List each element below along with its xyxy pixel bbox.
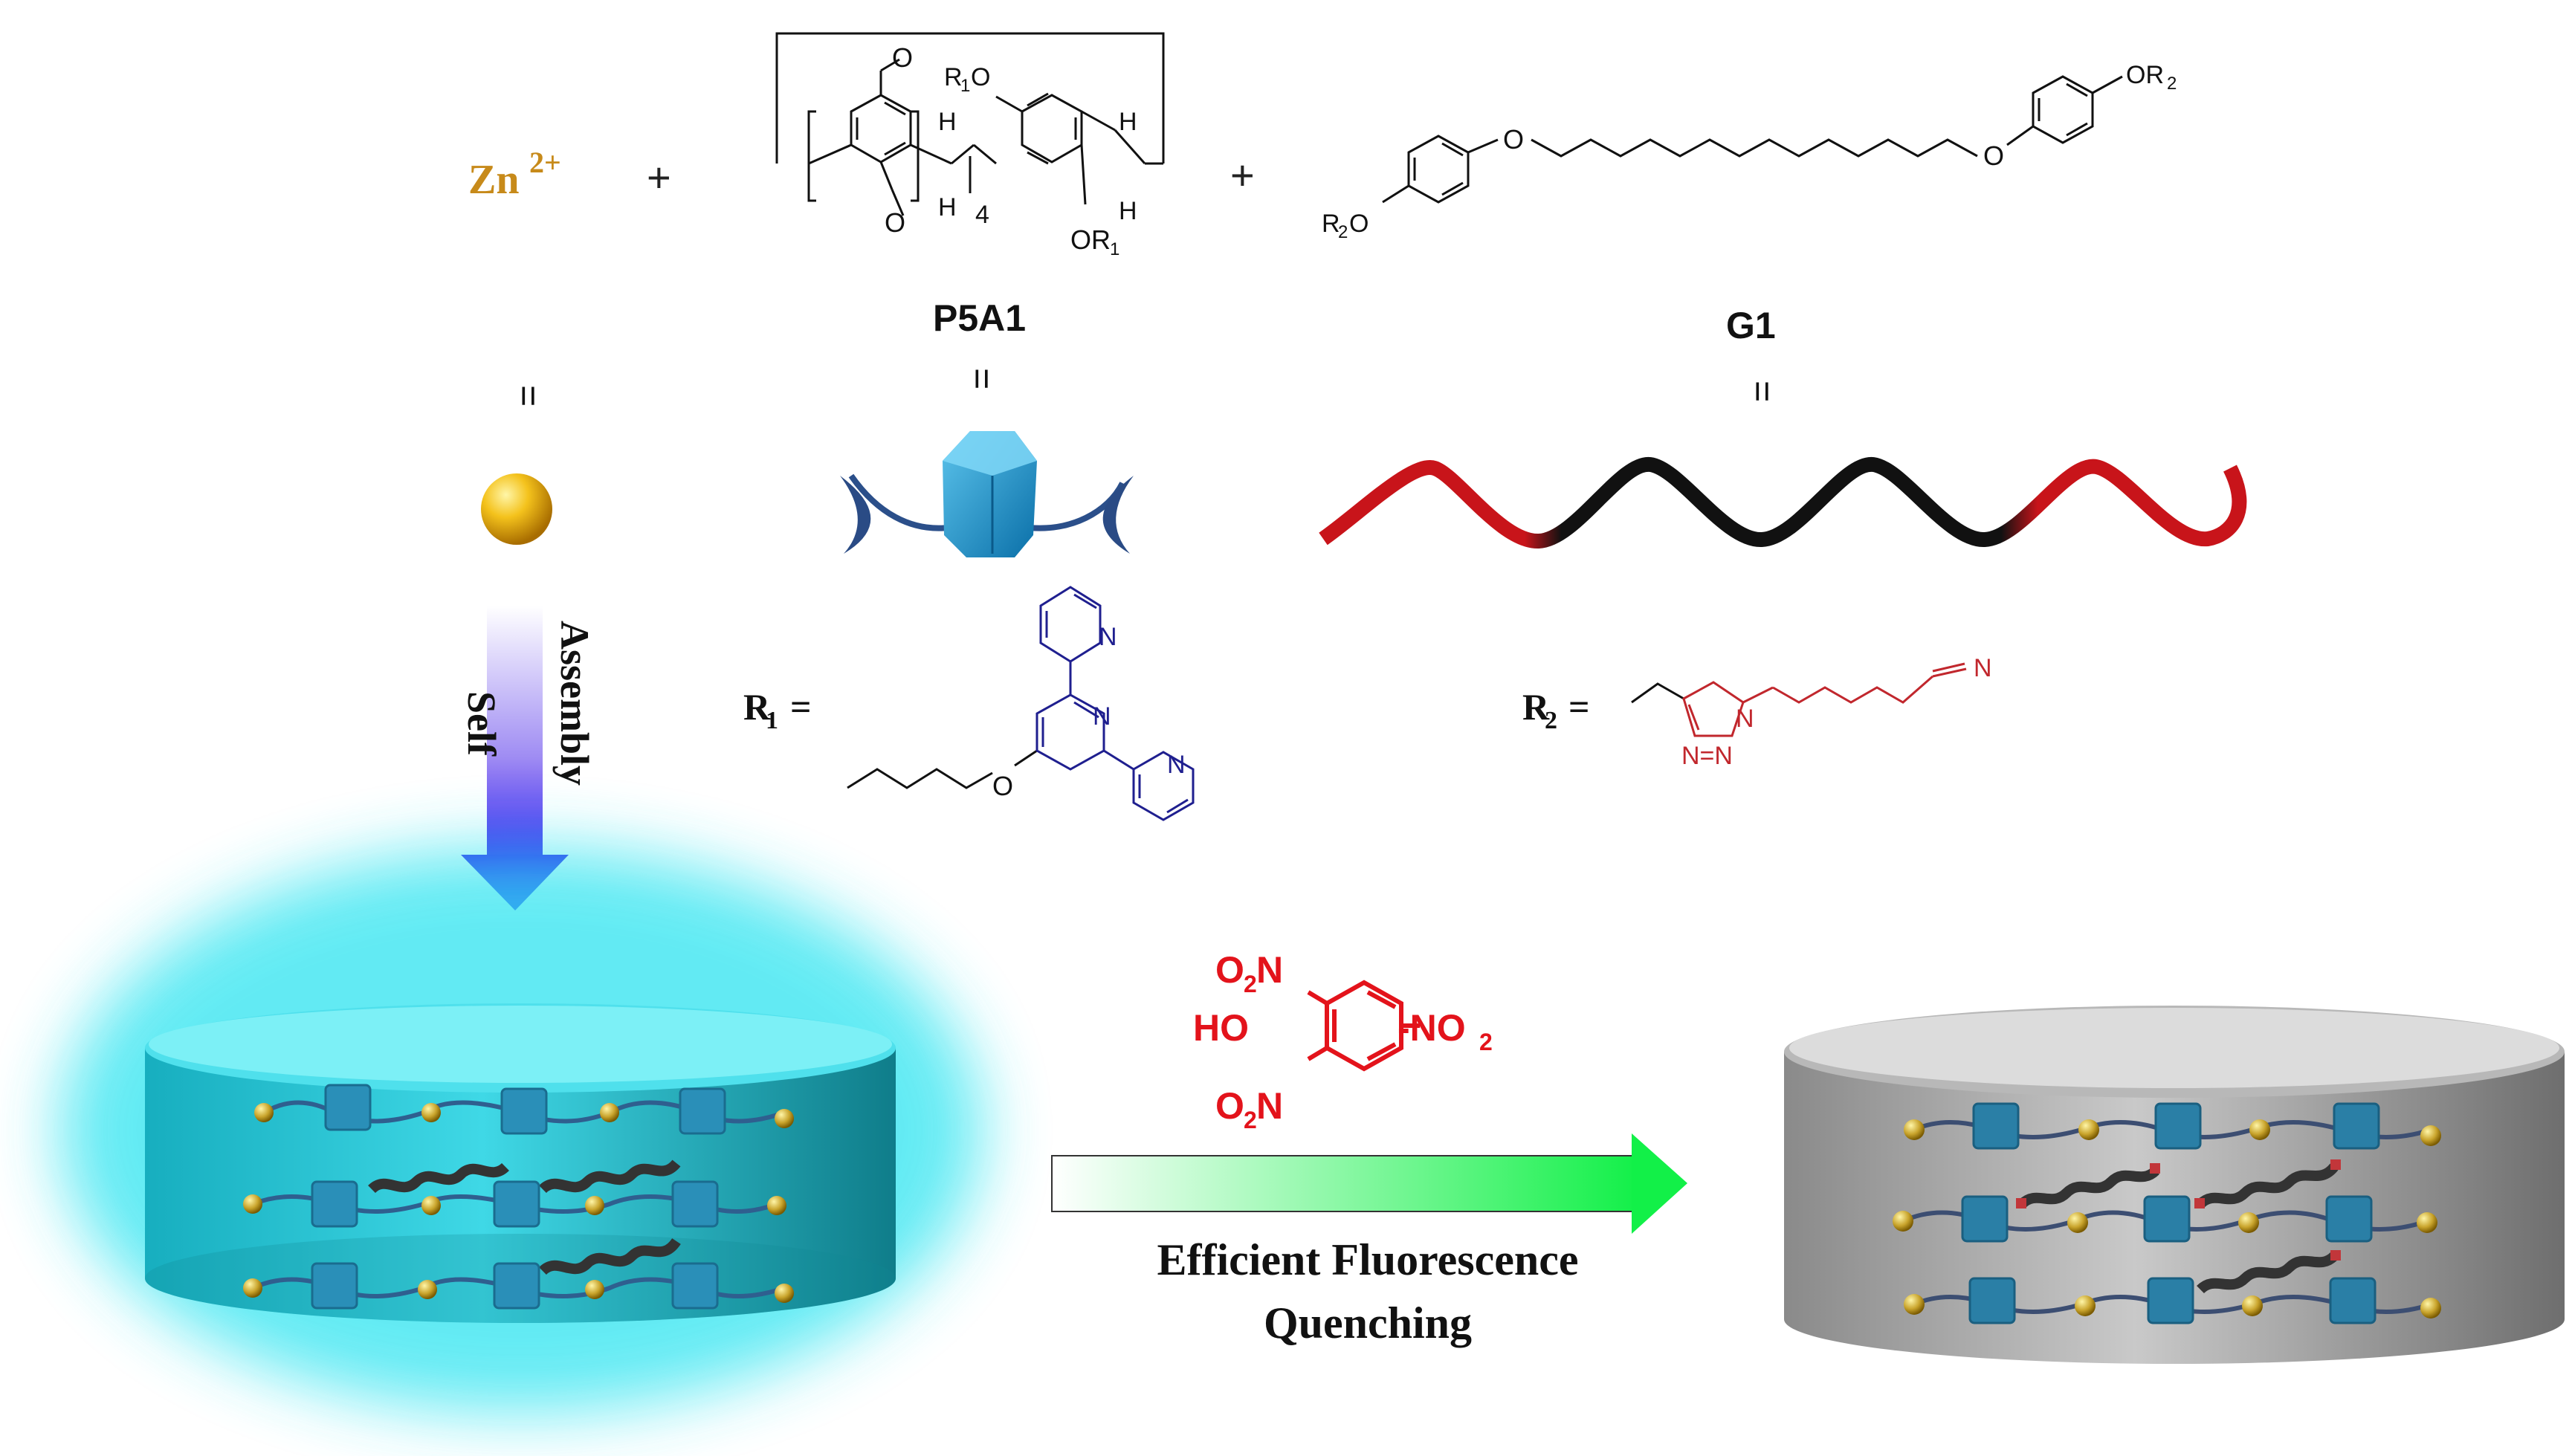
- g1-labels: O O OR 2 R 2 O: [1322, 61, 2177, 242]
- zinc-ion-label: Zn 2+: [468, 146, 561, 203]
- pillararene-cube-icon: [840, 431, 1134, 557]
- p5a1-structure: [775, 32, 1165, 216]
- picric-acid-structure: O 2 N HO -NO 2 O 2 N: [1193, 949, 1493, 1133]
- p5a1-labels: O O R 1 O H H 4 H H OR 1: [885, 42, 1137, 259]
- picric-no2-sub: 2: [1479, 1029, 1493, 1055]
- caption-line-2: Quenching: [1264, 1298, 1472, 1347]
- equals-p5a1: =: [961, 368, 1003, 389]
- zinc-ion-sphere-icon: [481, 473, 552, 545]
- r2-symbol: R: [1522, 686, 1550, 728]
- picric-o2n-bottom-sub: 2: [1244, 1107, 1257, 1133]
- h-top: H: [938, 108, 957, 136]
- subscript-4: 4: [975, 201, 989, 229]
- r2-definition: R 2 = N N=N N: [1522, 654, 1992, 770]
- h-bottom: H: [938, 193, 957, 221]
- r1-label-top: R: [944, 63, 963, 91]
- ether-o-left: O: [1503, 124, 1524, 155]
- r1-definition: R 1 = O N N N: [743, 586, 1195, 821]
- or1-label: OR: [1070, 224, 1111, 255]
- ether-o-right: O: [1983, 140, 2004, 171]
- r1-ether-o: O: [992, 771, 1013, 801]
- self-label: Self: [459, 691, 504, 757]
- methoxy-o-top: O: [892, 42, 913, 73]
- or2-top: OR: [2126, 61, 2164, 89]
- picric-o2n-top-n: N: [1256, 949, 1283, 991]
- r2-triazole-nn: N=N: [1681, 742, 1733, 770]
- r1-symbol: R: [743, 686, 771, 728]
- r1-n-bottom: N: [1167, 751, 1186, 779]
- assembly-label: Assembly: [552, 621, 597, 786]
- helix-ribbon-icon: [1319, 456, 2247, 549]
- or2-top-sub: 2: [2167, 74, 2177, 94]
- r1-sub-top: 1: [960, 76, 970, 96]
- picric-ho: HO: [1193, 1007, 1249, 1049]
- picric-o2n-top-sub: 2: [1244, 971, 1257, 997]
- r2o-left: R: [1322, 210, 1340, 238]
- g1-structure: [1382, 75, 2123, 204]
- r1-o-top: O: [971, 63, 990, 91]
- r2-nitrile-n: N: [1974, 654, 1992, 682]
- quenching-arrow: [1051, 1133, 1687, 1234]
- r1-equals: =: [790, 686, 812, 728]
- p5a1-name: P5A1: [933, 297, 1026, 339]
- zinc-symbol: Zn: [468, 157, 520, 203]
- methoxy-o-bottom: O: [885, 207, 905, 238]
- r2-subscript: 2: [1545, 707, 1557, 734]
- equals-g1: =: [1742, 381, 1783, 402]
- caption-line-1: Efficient Fluorescence: [1157, 1235, 1578, 1284]
- r2o-left-o: O: [1349, 210, 1369, 238]
- picric-o2n-bottom-o: O: [1215, 1085, 1244, 1127]
- or1-sub: 1: [1110, 239, 1119, 259]
- picric-no2: -NO: [1398, 1007, 1466, 1049]
- h-right-bottom: H: [1119, 197, 1137, 225]
- h-right-top: H: [1119, 108, 1137, 136]
- r2-triazole-n1: N: [1736, 705, 1754, 733]
- assembly-pattern-right: [1893, 1102, 2441, 1324]
- r2-equals: =: [1568, 686, 1590, 728]
- plus-sign-1: +: [647, 154, 671, 201]
- r1-n-top: N: [1099, 623, 1117, 651]
- picric-o2n-bottom-n: N: [1256, 1085, 1283, 1127]
- g1-name: G1: [1726, 305, 1776, 346]
- r1-n-center: N: [1093, 702, 1111, 731]
- r1-subscript: 1: [766, 707, 778, 734]
- picric-o2n-top-o: O: [1215, 949, 1244, 991]
- assembly-pattern-left: [243, 1084, 794, 1310]
- r2o-left-sub: 2: [1338, 222, 1348, 242]
- equals-zn: =: [508, 385, 549, 407]
- plus-sign-2: +: [1230, 152, 1255, 198]
- zinc-charge: 2+: [529, 146, 561, 179]
